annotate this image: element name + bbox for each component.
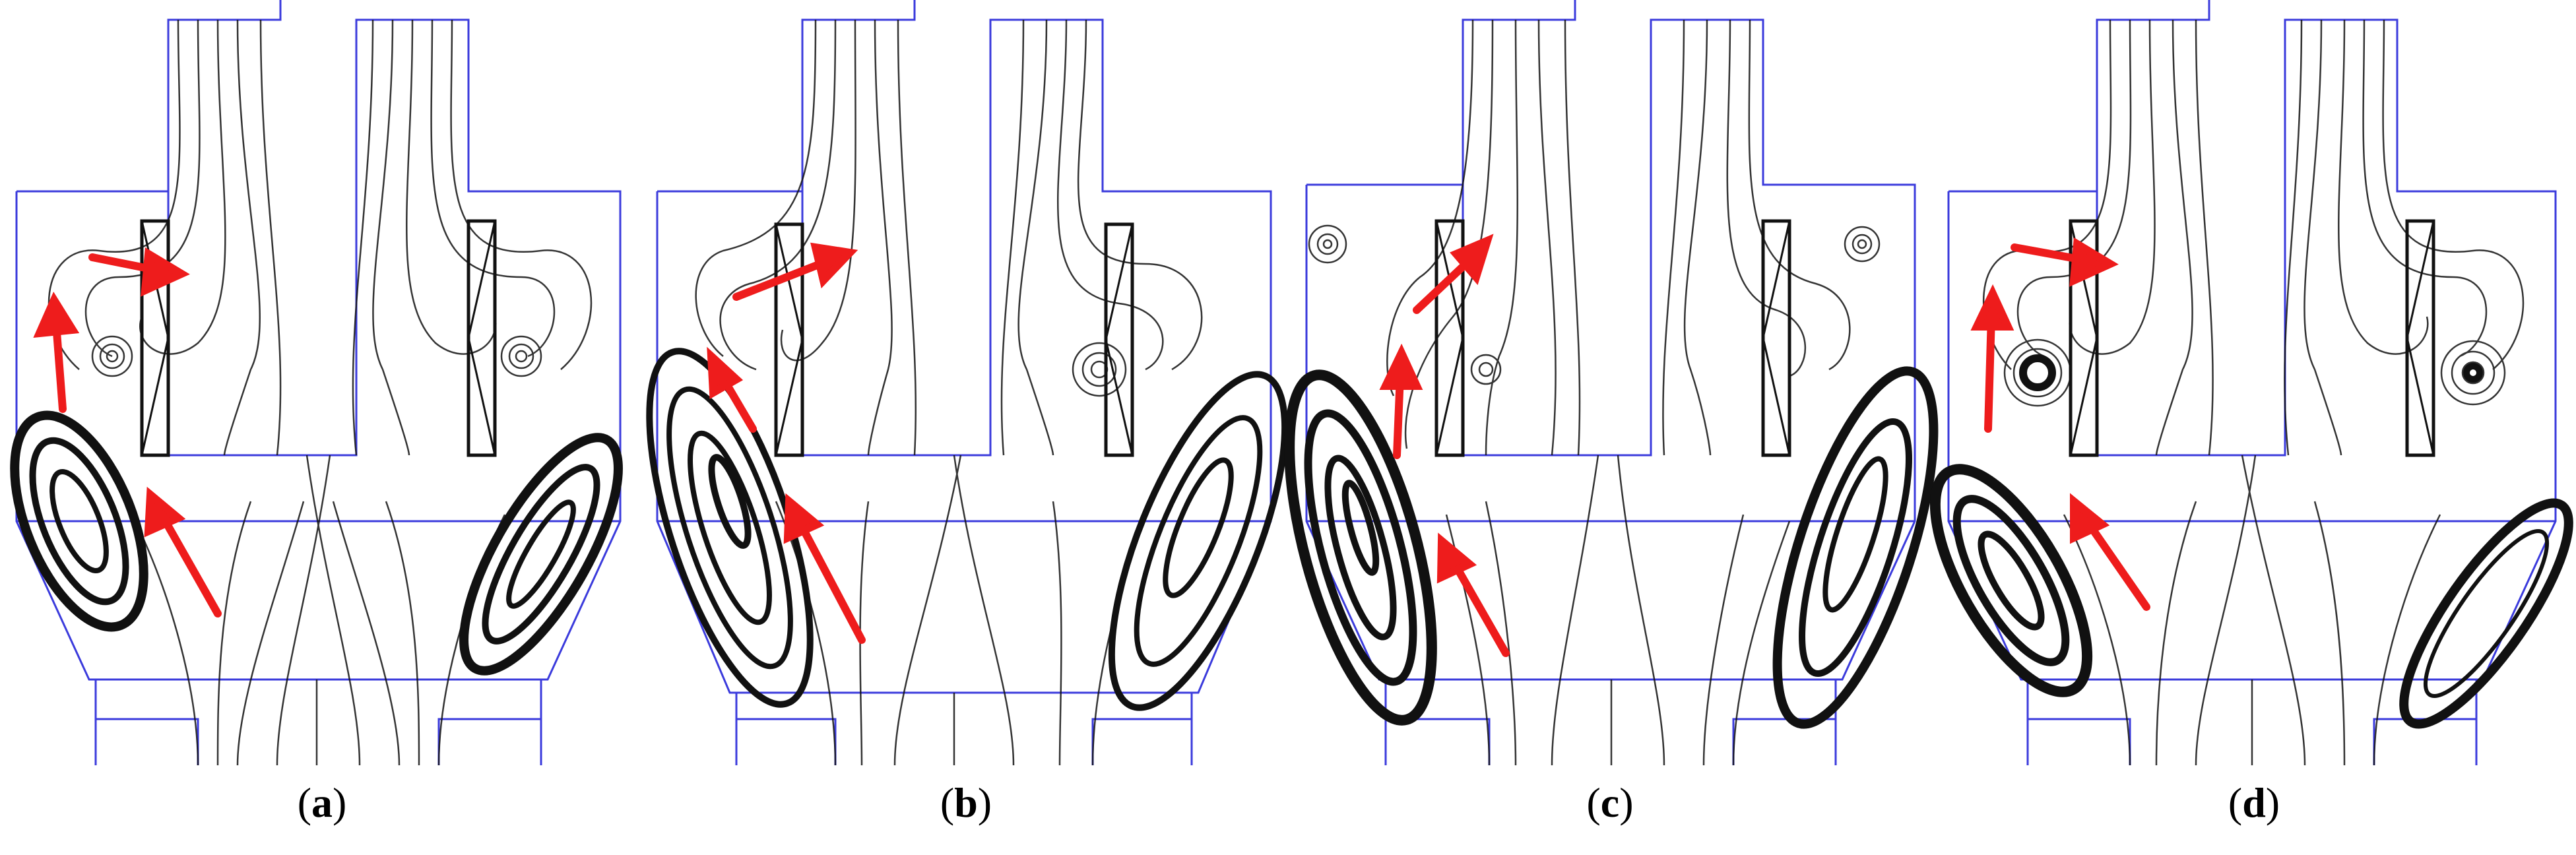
flow-arrows (707, 242, 866, 644)
panel-c: (c) (1284, 0, 1939, 855)
recirculation-zones (1929, 354, 2573, 729)
panel-d: (d) (1929, 0, 2576, 855)
panel-d-caption: (d) (2228, 779, 2280, 826)
swirl-vane-right (1761, 219, 1791, 457)
flow-arrows (1970, 237, 2150, 611)
chamber-geometry (1947, 0, 2557, 765)
streamlines (48, 19, 593, 766)
panel-d-diagram (1929, 0, 2573, 766)
streamlines (1982, 19, 2525, 766)
panel-c-diagram (1284, 0, 1939, 766)
swirl-vane-right (2405, 219, 2435, 457)
streamlines (1308, 19, 1881, 766)
panel-c-caption: (c) (1586, 779, 1634, 826)
flow-arrows (1379, 234, 1510, 657)
panel-b-caption: (b) (940, 779, 992, 826)
panel-a: (a) (0, 0, 644, 855)
flow-arrows (33, 247, 222, 618)
panel-a-caption: (a) (297, 779, 347, 826)
recirculation-zones (10, 410, 623, 676)
chamber-geometry (656, 0, 1272, 765)
swirl-vane-right (467, 219, 497, 457)
swirl-vane-right (1104, 222, 1134, 457)
panel-b: (b) (644, 0, 1289, 855)
panel-b-diagram (646, 0, 1289, 766)
panel-a-diagram (10, 0, 623, 766)
recirculation-zones (1284, 366, 1939, 729)
swirl-vane-left (774, 222, 804, 457)
